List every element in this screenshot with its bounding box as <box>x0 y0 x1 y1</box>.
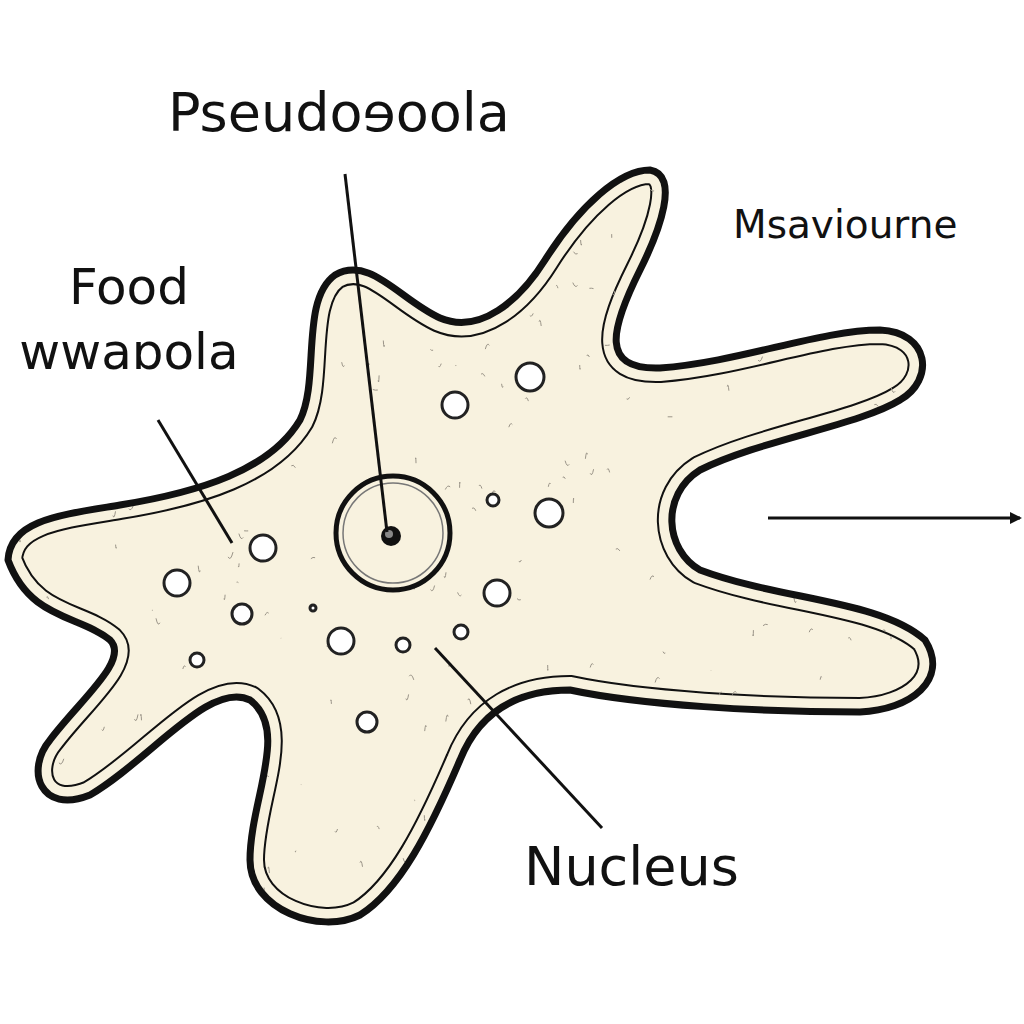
part-label: Food wwaɒola <box>4 255 254 385</box>
vacuoles <box>164 363 563 732</box>
leader-line <box>435 648 602 828</box>
part-label: Nucleus <box>524 832 784 902</box>
motion-label: Msaviourne <box>733 200 1020 251</box>
part-label: Pseudoɘoola <box>168 78 588 148</box>
movement-arrow <box>768 517 1020 520</box>
leader-line <box>158 420 232 543</box>
nucleus <box>336 476 450 590</box>
leader-line <box>345 174 387 532</box>
